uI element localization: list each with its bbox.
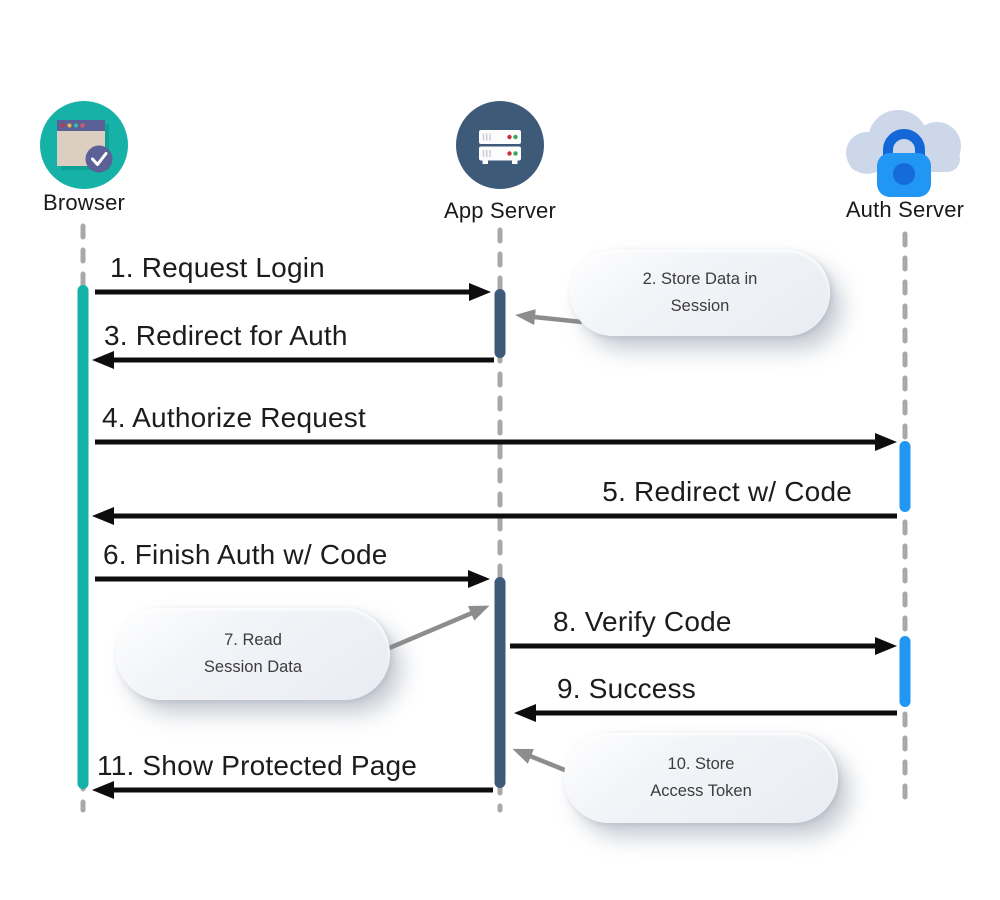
note-store-data-in-session: 2. Store Data in Session <box>570 250 830 336</box>
message-label-show-protected-page: 11. Show Protected Page <box>97 750 418 781</box>
message-label-finish-auth-w-code: 6. Finish Auth w/ Code <box>103 539 388 570</box>
note-line: Session Data <box>203 658 303 676</box>
activation-auth-server-2 <box>899 636 911 707</box>
note-line: 7. Read <box>224 630 282 649</box>
actor-auth-server: Auth Server <box>815 98 995 222</box>
note-line: 10. Store <box>667 754 735 773</box>
actor-browser: Browser <box>0 101 174 215</box>
activation-browser <box>77 285 89 789</box>
message-label-request-login: 1. Request Login <box>110 252 325 283</box>
connector-read-session-data <box>386 605 490 652</box>
actor-label-auth-server: Auth Server <box>845 197 965 222</box>
activation-auth-server-1 <box>899 441 911 512</box>
activation-app-server-2 <box>494 577 506 788</box>
actor-app-server: App Server <box>410 101 590 223</box>
activation-app-server-1 <box>494 289 506 358</box>
message-label-authorize-request: 4. Authorize Request <box>102 402 366 433</box>
message-arrows <box>92 283 897 799</box>
browser-window-icon <box>40 101 128 189</box>
message-label-success: 9. Success <box>557 673 696 704</box>
note-read-session-data: 7. Read Session Data <box>116 608 390 700</box>
activation-bars <box>77 285 911 789</box>
message-label-verify-code: 8. Verify Code <box>553 606 732 637</box>
note-line: 2. Store Data in <box>642 269 758 288</box>
note-store-access-token: 10. Store Access Token <box>564 733 838 823</box>
note-line: Access Token <box>650 782 752 800</box>
server-rack-icon <box>456 101 544 189</box>
actor-label-app-server: App Server <box>443 198 557 223</box>
note-line: Session <box>670 297 730 315</box>
message-label-redirect-for-auth: 3. Redirect for Auth <box>104 320 348 351</box>
connector-store-data-in-session <box>515 309 583 326</box>
cloud-lock-icon <box>846 110 961 197</box>
actor-label-browser: Browser <box>42 190 126 215</box>
message-label-redirect-w-code: 5. Redirect w/ Code <box>602 476 852 507</box>
